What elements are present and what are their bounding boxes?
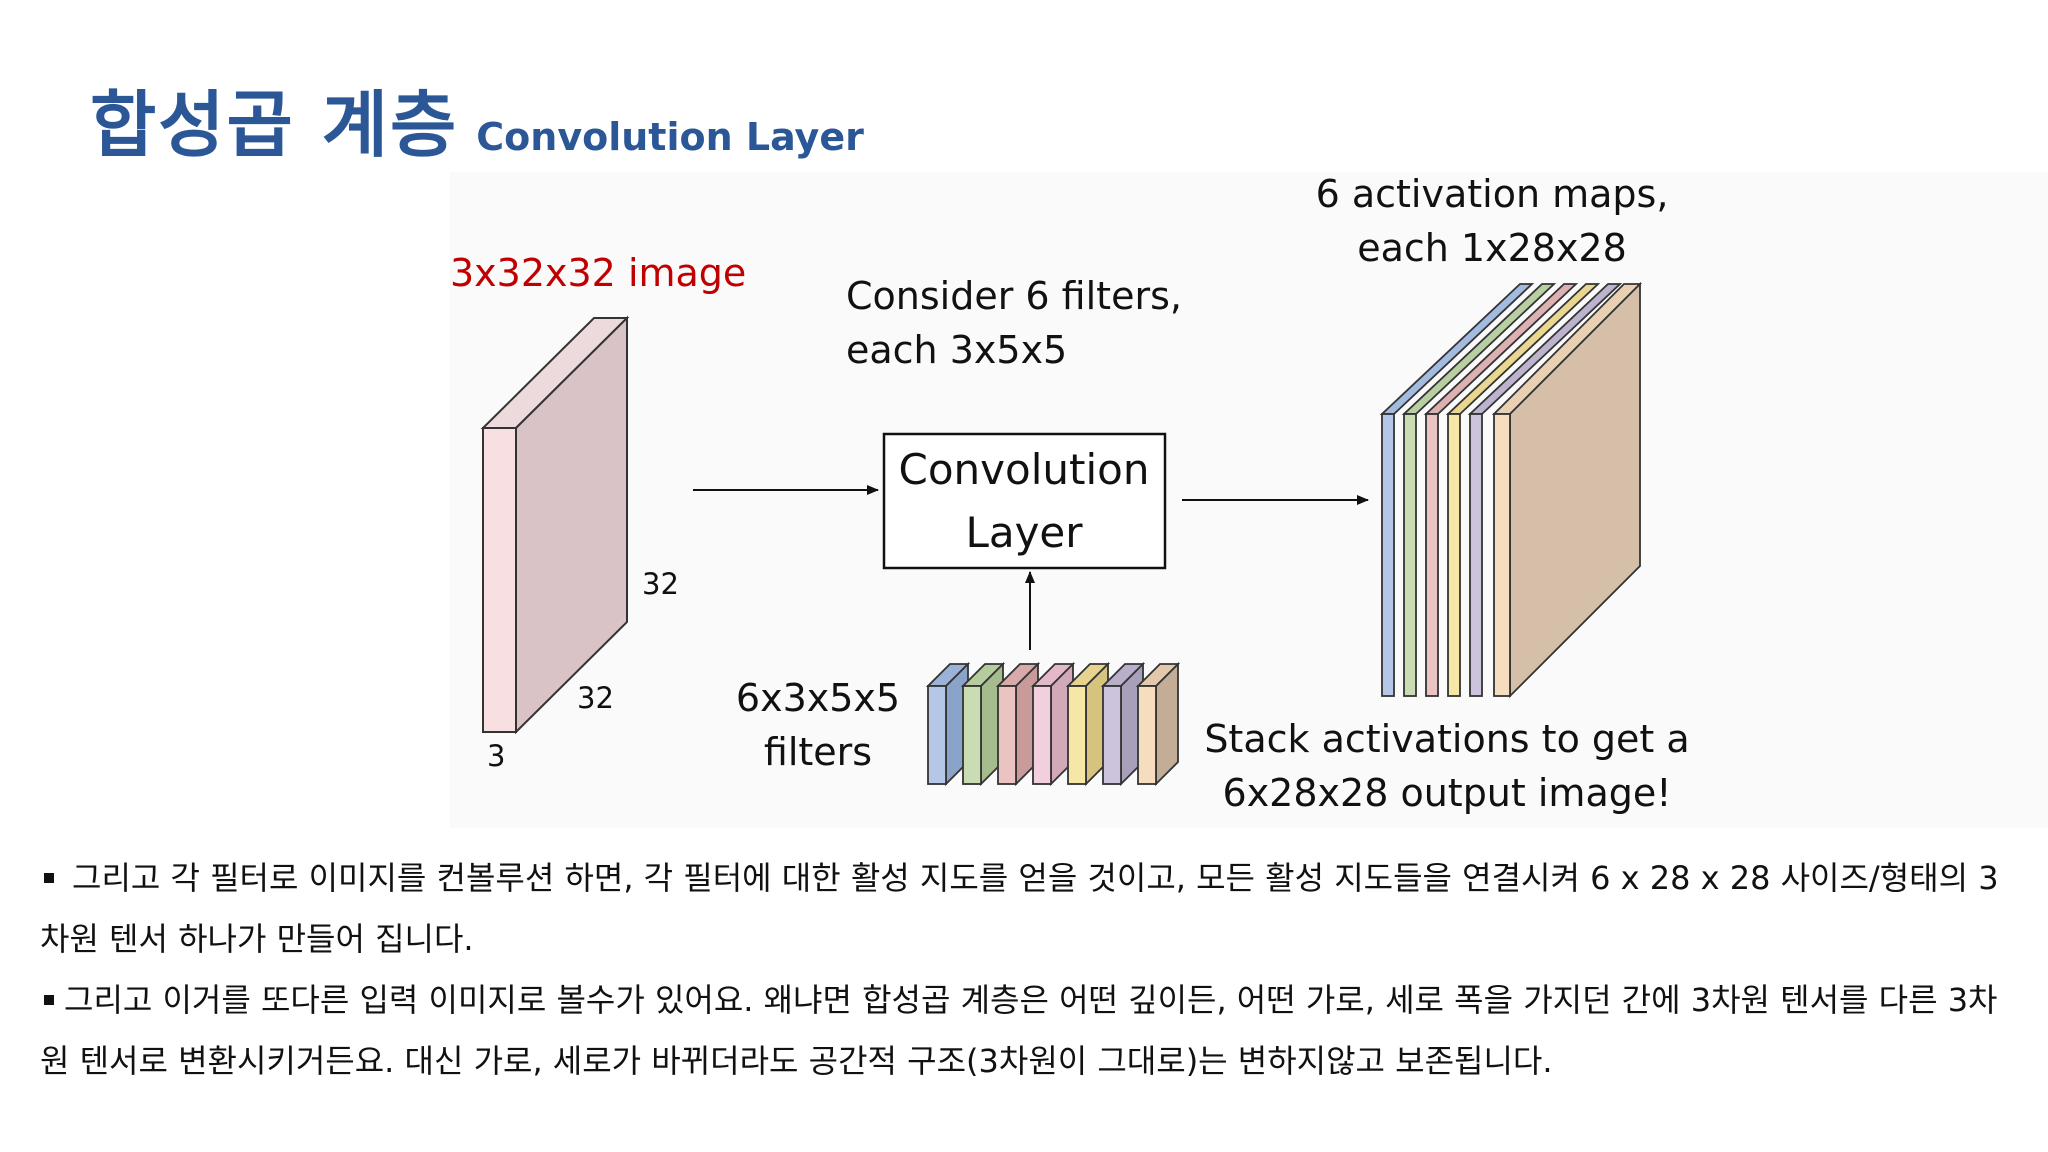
activation-map [1445, 283, 1601, 697]
activation-maps-stack [1379, 281, 1643, 699]
paragraph-text: 그리고 각 필터로 이미지를 컨볼루션 하면, 각 필터에 대한 활성 지도를 … [40, 859, 1999, 958]
paragraph: 그리고 각 필터로 이미지를 컨볼루션 하면, 각 필터에 대한 활성 지도를 … [40, 848, 2008, 970]
activation-map [1379, 283, 1535, 697]
slide-title: 합성곱 계층 Convolution Layer [90, 66, 864, 171]
bullet-icon [44, 873, 54, 883]
filter-stack [925, 661, 1181, 787]
filter-block [960, 661, 1006, 787]
activation-map [1401, 283, 1557, 697]
activation-map [1467, 283, 1623, 697]
filter-block [1030, 661, 1076, 787]
filters-label-line2: filters [764, 730, 872, 774]
input-front-face [482, 427, 517, 733]
filters-note-line1: Consider 6 filters, [846, 274, 1182, 318]
filter-block [1100, 661, 1146, 787]
conv-box-line2: Layer [965, 508, 1083, 557]
activation-map [1423, 283, 1579, 697]
input-depth-label: 3 [487, 739, 505, 773]
paragraph-text: 그리고 이거를 또다른 입력 이미지로 볼수가 있어요. 왜냐면 합성곱 계층은… [40, 981, 1998, 1080]
filter-block [925, 661, 971, 787]
title-korean: 합성곱 계층 [90, 83, 459, 167]
explanation-text: 그리고 각 필터로 이미지를 컨볼루션 하면, 각 필터에 대한 활성 지도를 … [40, 848, 2008, 1092]
paragraph: 그리고 이거를 또다른 입력 이미지로 볼수가 있어요. 왜냐면 합성곱 계층은… [40, 970, 2008, 1092]
filters-label-line1: 6x3x5x5 [736, 676, 900, 720]
output-label-line2: each 1x28x28 [1357, 226, 1627, 270]
filter-block [995, 661, 1041, 787]
filter-block [1065, 661, 1111, 787]
filters-note-line2: each 3x5x5 [846, 328, 1067, 372]
filter-block [1135, 661, 1181, 787]
input-image-label: 3x32x32 image [450, 251, 746, 295]
input-width-label: 32 [577, 681, 614, 715]
input-height-label: 32 [642, 567, 679, 601]
output-label-line1: 6 activation maps, [1316, 172, 1669, 216]
bullet-icon [44, 995, 54, 1005]
convolution-layer-box [882, 432, 1167, 570]
activation-map [1491, 281, 1643, 699]
conv-box-line1: Convolution [899, 445, 1150, 494]
stack-note-line1: Stack activations to get a [1204, 717, 1689, 761]
title-english: Convolution Layer [476, 115, 864, 159]
stack-note-line2: 6x28x28 output image! [1223, 771, 1672, 815]
input-image-block [480, 315, 630, 735]
